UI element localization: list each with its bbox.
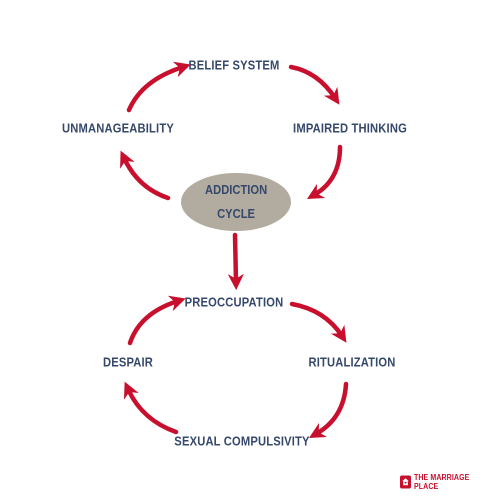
arrow-belief-to-impaired (288, 64, 340, 105)
arrow-impaired-to-cycle (306, 144, 343, 200)
addiction-cycle-line2: CYCLE (217, 206, 255, 221)
label-unmanageability: UNMANAGEABILITY (62, 120, 174, 136)
arrow-cycle-to-unmanageability (120, 150, 171, 201)
arrow-cycle-to-preoccupation (227, 232, 244, 291)
label-belief-system: BELIEF SYSTEM (188, 57, 280, 73)
arrow-unmanageability-to-belief (126, 61, 191, 113)
marriage-place-logo-icon (400, 475, 412, 489)
addiction-cycle-line1: ADDICTION (204, 182, 268, 197)
brand-name: THE MARRIAGE PLACE (414, 473, 470, 491)
arrow-preoccupation-to-ritualization (289, 301, 347, 343)
arrow-compulsivity-to-despair (123, 381, 179, 435)
arrow-ritualization-to-compulsivity (308, 381, 349, 439)
label-impaired-thinking: IMPAIRED THINKING (293, 120, 407, 136)
label-preoccupation: PREOCCUPATION (184, 294, 284, 310)
label-ritualization: RITUALIZATION (308, 354, 396, 370)
addiction-cycle-ellipse: ADDICTION CYCLE (181, 173, 291, 231)
brand-logo: THE MARRIAGE PLACE (400, 473, 500, 491)
label-sexual-compulsivity: SEXUAL COMPULSIVITY (174, 433, 310, 449)
arrow-despair-to-preoccupation (127, 295, 186, 346)
label-despair: DESPAIR (102, 354, 154, 370)
